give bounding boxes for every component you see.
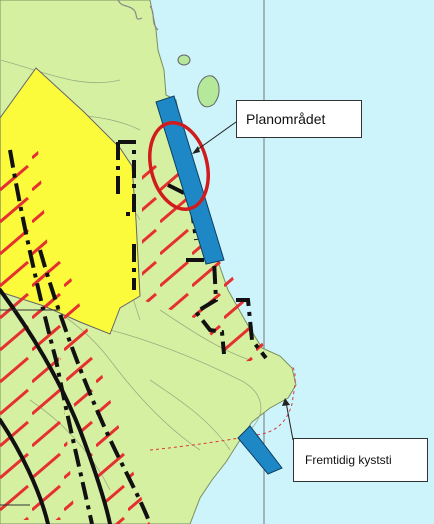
coastal-path-bar: [237, 425, 283, 475]
coastline-rocks: [149, 5, 159, 31]
coastal-path-leader: [285, 401, 294, 441]
plan-area-label: Planområdet: [246, 111, 326, 127]
plan-area-callout: Planområdet: [236, 100, 362, 138]
coastal-path-line: [149, 365, 296, 451]
plan-area-leader-arrow: [192, 146, 200, 154]
coastal-path-label: Fremtidig kyststi: [305, 453, 392, 467]
island: [197, 75, 220, 108]
plan-area-leader: [193, 121, 237, 153]
coastline-rocks: [117, 0, 143, 20]
coastal-path-callout: Fremtidig kyststi: [293, 438, 428, 482]
plan-area-highlight-circle: [148, 121, 210, 211]
coastal-path-leader-arrow: [282, 398, 290, 406]
zone-boundaries: [0, 288, 112, 524]
islet: [177, 54, 191, 66]
